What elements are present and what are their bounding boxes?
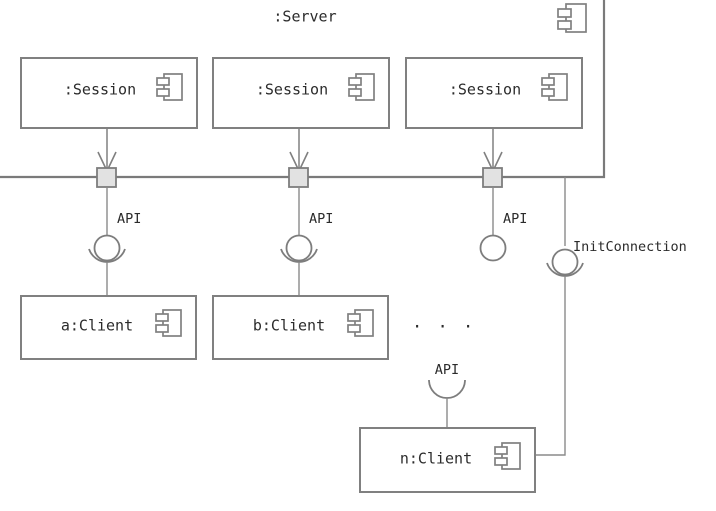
session-box-1[interactable]: :Session [20,57,198,129]
interface-label-api-4: API [435,362,459,378]
required-interface-socket [88,248,126,263]
port-3[interactable] [482,167,503,188]
session-label-1: :Session [64,81,136,99]
session-box-3[interactable]: :Session [405,57,583,129]
client-label-n: n:Client [400,450,472,468]
provided-interface-ball [285,234,313,262]
port-1[interactable] [96,167,117,188]
delegation-connector-2 [289,128,309,173]
required-interface-socket [428,379,466,399]
interface-label-api-3: API [503,211,527,227]
interface-api-2[interactable]: API [280,187,333,296]
required-interface-socket [280,248,318,263]
interface-api-1[interactable]: API [88,187,141,296]
session-box-2[interactable]: :Session [212,57,390,129]
interface-label-initconnection: InitConnection [573,239,687,255]
interface-api-4[interactable]: API [428,362,466,428]
component-icon [155,309,182,337]
delegation-connector-3 [483,128,503,173]
session-label-3: :Session [449,81,521,99]
provided-interface-ball [479,234,507,262]
client-box-b[interactable]: b:Client [212,295,389,360]
component-icon [494,442,521,470]
server-label: :Server [273,8,336,26]
client-box-a[interactable]: a:Client [20,295,197,360]
component-icon [156,73,183,101]
interface-initconnection[interactable]: InitConnection [535,177,687,456]
provided-interface-ball [551,248,579,276]
client-label-a: a:Client [61,317,133,335]
ellipsis-label: · · · [412,317,476,337]
interface-label-api-1: API [117,211,141,227]
client-label-b: b:Client [253,317,325,335]
interface-api-3[interactable]: API [479,187,528,262]
component-icon [347,309,374,337]
required-interface-socket [546,262,584,277]
interface-label-api-2: API [309,211,333,227]
port-2[interactable] [288,167,309,188]
server-component-icon [557,3,587,33]
provided-interface-ball [93,234,121,262]
component-icon [541,73,568,101]
session-label-2: :Session [256,81,328,99]
component-icon [348,73,375,101]
delegation-connector-1 [97,128,117,173]
client-box-n[interactable]: n:Client [359,427,536,493]
